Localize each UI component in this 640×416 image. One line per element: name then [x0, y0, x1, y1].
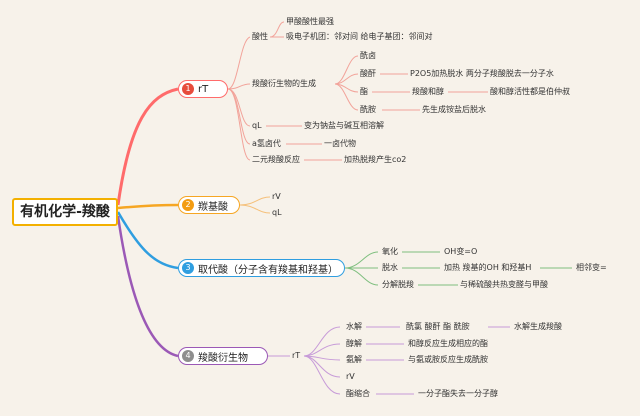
node-hydrolysis-detail-1[interactable]: 酰氯 酸酐 酯 酰胺: [406, 322, 470, 331]
node-dehydration-detail-2[interactable]: 相邻变=: [576, 263, 607, 272]
branch-2-leaf-lines: [239, 196, 271, 214]
node-dibasic-detail[interactable]: 加热脱羧产生co2: [344, 155, 407, 164]
node-dehydration-detail-1[interactable]: 加热 羧基的OH 和羟基H: [444, 263, 532, 272]
node-alcoholysis-detail[interactable]: 和醇反应生成相应的酯: [408, 339, 488, 348]
node-oxidation[interactable]: 氧化: [382, 247, 398, 256]
node-ester-condensation[interactable]: 酯缩合: [346, 389, 370, 398]
node-ester[interactable]: 酯: [360, 87, 368, 96]
branch-4-number: 4: [182, 350, 194, 362]
node-alpha-halogenation[interactable]: a氢卤代: [252, 139, 281, 148]
node-b4-hub[interactable]: rT: [292, 351, 301, 360]
node-ammonolysis[interactable]: 氨解: [346, 355, 362, 364]
node-amide[interactable]: 酰胺: [360, 105, 376, 114]
branch-3-number: 3: [182, 262, 194, 274]
branch-1-topic[interactable]: 1 rT: [178, 80, 228, 98]
node-decarboxylation-detail[interactable]: 与稀硫酸共热变醛与甲酸: [460, 280, 548, 289]
branch-2-connector: [117, 203, 179, 210]
node-ester-condensation-detail[interactable]: 一分子酯失去一分子醇: [418, 389, 498, 398]
branch-3-connector: [116, 211, 179, 270]
node-hydrolysis-detail-2[interactable]: 水解生成羧酸: [514, 322, 562, 331]
node-ester-detail-2[interactable]: 酸和醇活性都是伯仲叔: [490, 87, 570, 96]
branch-1-leaf-lines: [227, 21, 488, 161]
node-substituent-effect[interactable]: 吸电子机团：邻对间 给电子基团：邻间对: [286, 32, 433, 41]
node-anhydride[interactable]: 酸酐: [360, 69, 376, 78]
node-alcoholysis[interactable]: 醇解: [346, 339, 362, 348]
branch-2-number: 2: [182, 199, 194, 211]
branch-4-label: 羧酸衍生物: [198, 352, 248, 364]
node-ammonolysis-detail[interactable]: 与氨或胺反应生成酰胺: [408, 355, 488, 364]
node-derivative-formation[interactable]: 羧酸衍生物的生成: [252, 79, 316, 88]
node-hydrolysis[interactable]: 水解: [346, 322, 362, 331]
node-amide-detail[interactable]: 先生成铵盐后脱水: [422, 105, 486, 114]
branch-2-label: 羰基酸: [198, 201, 228, 213]
root-topic[interactable]: 有机化学-羧酸: [12, 198, 118, 226]
branch-3-leaf-lines: [344, 251, 572, 286]
branch-1-number: 1: [182, 83, 194, 95]
node-acyl-halide[interactable]: 酰卤: [360, 51, 376, 60]
branch-4-topic[interactable]: 4 羧酸衍生物: [178, 347, 268, 365]
node-dehydration[interactable]: 脱水: [382, 263, 398, 272]
node-acidity[interactable]: 酸性: [252, 32, 268, 41]
node-b2-ql[interactable]: qL: [272, 208, 282, 217]
node-dibasic-reaction[interactable]: 二元羧酸反应: [252, 155, 300, 164]
node-anhydride-detail[interactable]: P2O5加热脱水 两分子羧酸脱去一分子水: [410, 69, 554, 78]
branch-4-connector: [116, 215, 179, 358]
node-ql[interactable]: qL: [252, 121, 262, 130]
branch-4-leaf-lines: [268, 326, 510, 395]
branch-2-topic[interactable]: 2 羰基酸: [178, 196, 240, 214]
node-decarboxylation[interactable]: 分解脱羧: [382, 280, 414, 289]
branch-1-connector: [116, 87, 179, 206]
branch-3-topic[interactable]: 3 取代酸（分子含有羧基和羟基）: [178, 259, 345, 277]
node-ql-detail[interactable]: 变为钠盐与碱互相溶解: [304, 121, 384, 130]
node-b4-rv[interactable]: rV: [346, 372, 355, 381]
node-alpha-halogenation-detail[interactable]: 一卤代物: [324, 139, 356, 148]
node-formic-strongest[interactable]: 甲酸酸性最强: [286, 17, 334, 26]
node-ester-detail-1[interactable]: 羧酸和醇: [412, 87, 444, 96]
node-oxidation-detail[interactable]: OH变=O: [444, 247, 478, 256]
branch-3-label: 取代酸（分子含有羧基和羟基）: [198, 264, 338, 276]
branch-1-label: rT: [198, 83, 209, 95]
node-b2-rv[interactable]: rV: [272, 192, 281, 201]
